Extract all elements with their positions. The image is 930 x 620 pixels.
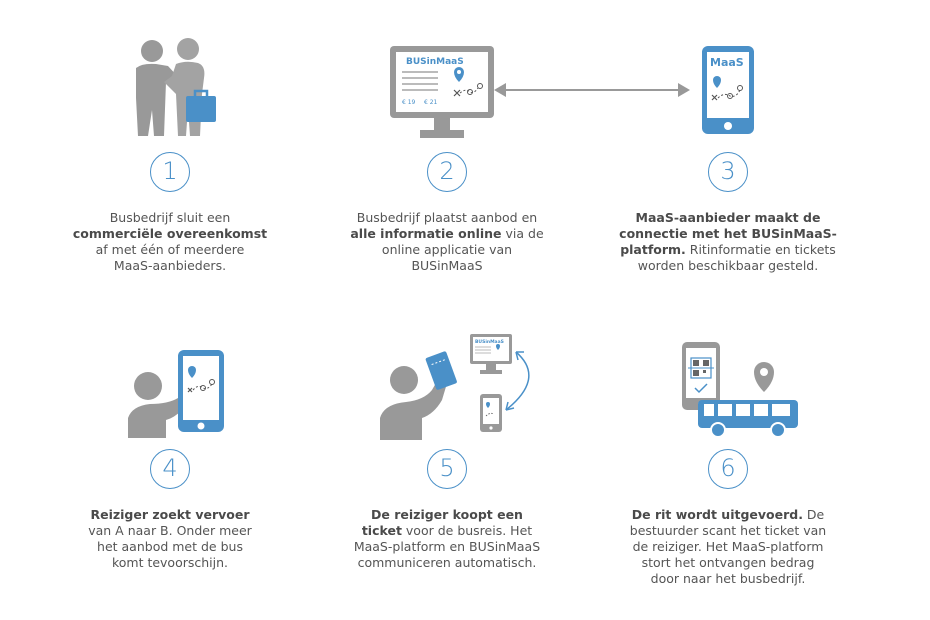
step-5-description: De reiziger koopt een ticket voor de bus… bbox=[337, 507, 557, 571]
bus-scan-icon bbox=[678, 338, 808, 440]
text-line: worden beschikbaar gesteld. bbox=[637, 258, 819, 273]
traveler-phone-icon bbox=[128, 346, 228, 438]
step-number-2: 2 bbox=[427, 152, 467, 192]
step-3-description: MaaS-aanbieder maakt de connectie met he… bbox=[618, 210, 838, 274]
step-6-description: De rit wordt uitgevoerd. De bestuurder s… bbox=[618, 507, 838, 587]
text-bold: ticket bbox=[361, 523, 402, 538]
phone-icon: MaaS bbox=[700, 44, 756, 136]
ticket-purchase-icon: BUSinMaaS bbox=[378, 332, 548, 440]
handshake-icon bbox=[120, 38, 230, 138]
text-bold: De reiziger koopt een bbox=[371, 507, 523, 522]
phone-screen-title: MaaS bbox=[710, 56, 744, 69]
text-line: online applicatie van bbox=[381, 242, 513, 257]
text-line: het aanbod met de bus bbox=[97, 539, 243, 554]
text-line: MaaS-platform en BUSinMaaS bbox=[353, 539, 541, 554]
step-number-4: 4 bbox=[150, 449, 190, 489]
text-line: bestuurder scant het ticket van bbox=[629, 523, 827, 538]
text-line: Ritinformatie en tickets bbox=[685, 242, 836, 257]
text-line: via de bbox=[501, 226, 544, 241]
text-bold: connectie met het BUSinMaaS- bbox=[619, 226, 837, 241]
text-line: Busbedrijf sluit een bbox=[109, 210, 231, 225]
small-monitor-title: BUSinMaaS bbox=[475, 339, 504, 345]
step-1-description: Busbedrijf sluit een commerciële overeen… bbox=[60, 210, 280, 274]
text-line: door naar het busbedrijf. bbox=[650, 571, 806, 586]
text-line: Busbedrijf plaatst aanbod en bbox=[356, 210, 538, 225]
text-bold: MaaS-aanbieder maakt de bbox=[635, 210, 821, 225]
price-b: € 21 bbox=[424, 99, 438, 106]
text-line: van A naar B. Onder meer bbox=[88, 523, 252, 538]
price-a: € 19 bbox=[402, 99, 416, 106]
text-line: de reiziger. Het MaaS-platform bbox=[632, 539, 824, 554]
step-4-description: Reiziger zoekt vervoer van A naar B. Ond… bbox=[60, 507, 280, 571]
step-number-5: 5 bbox=[427, 449, 467, 489]
step-number-3: 3 bbox=[708, 152, 748, 192]
text-bold: platform. bbox=[620, 242, 686, 257]
text-line: De bbox=[802, 507, 825, 522]
double-arrow-icon bbox=[492, 78, 692, 102]
text-line: BUSinMaaS bbox=[411, 258, 483, 273]
text-line: communiceren automatisch. bbox=[357, 555, 537, 570]
text-line: stort het ontvangen bedrag bbox=[641, 555, 815, 570]
step-2-description: Busbedrijf plaatst aanbod en alle inform… bbox=[337, 210, 557, 274]
text-bold: Reiziger zoekt vervoer bbox=[90, 507, 250, 522]
step-number-6: 6 bbox=[708, 449, 748, 489]
text-bold: De rit wordt uitgevoerd. bbox=[631, 507, 803, 522]
text-line: komt tevoorschijn. bbox=[111, 555, 229, 570]
monitor-screen-title: BUSinMaaS bbox=[406, 57, 464, 67]
text-bold: alle informatie online bbox=[350, 226, 502, 241]
monitor-icon: BUSinMaaS € 19 € 21 bbox=[388, 44, 498, 142]
text-line: voor de busreis. Het bbox=[401, 523, 533, 538]
text-line: MaaS-aanbieders. bbox=[113, 258, 227, 273]
step-number-1: 1 bbox=[150, 152, 190, 192]
text-line: af met één of meerdere bbox=[95, 242, 245, 257]
text-bold: commerciële overeenkomst bbox=[72, 226, 268, 241]
